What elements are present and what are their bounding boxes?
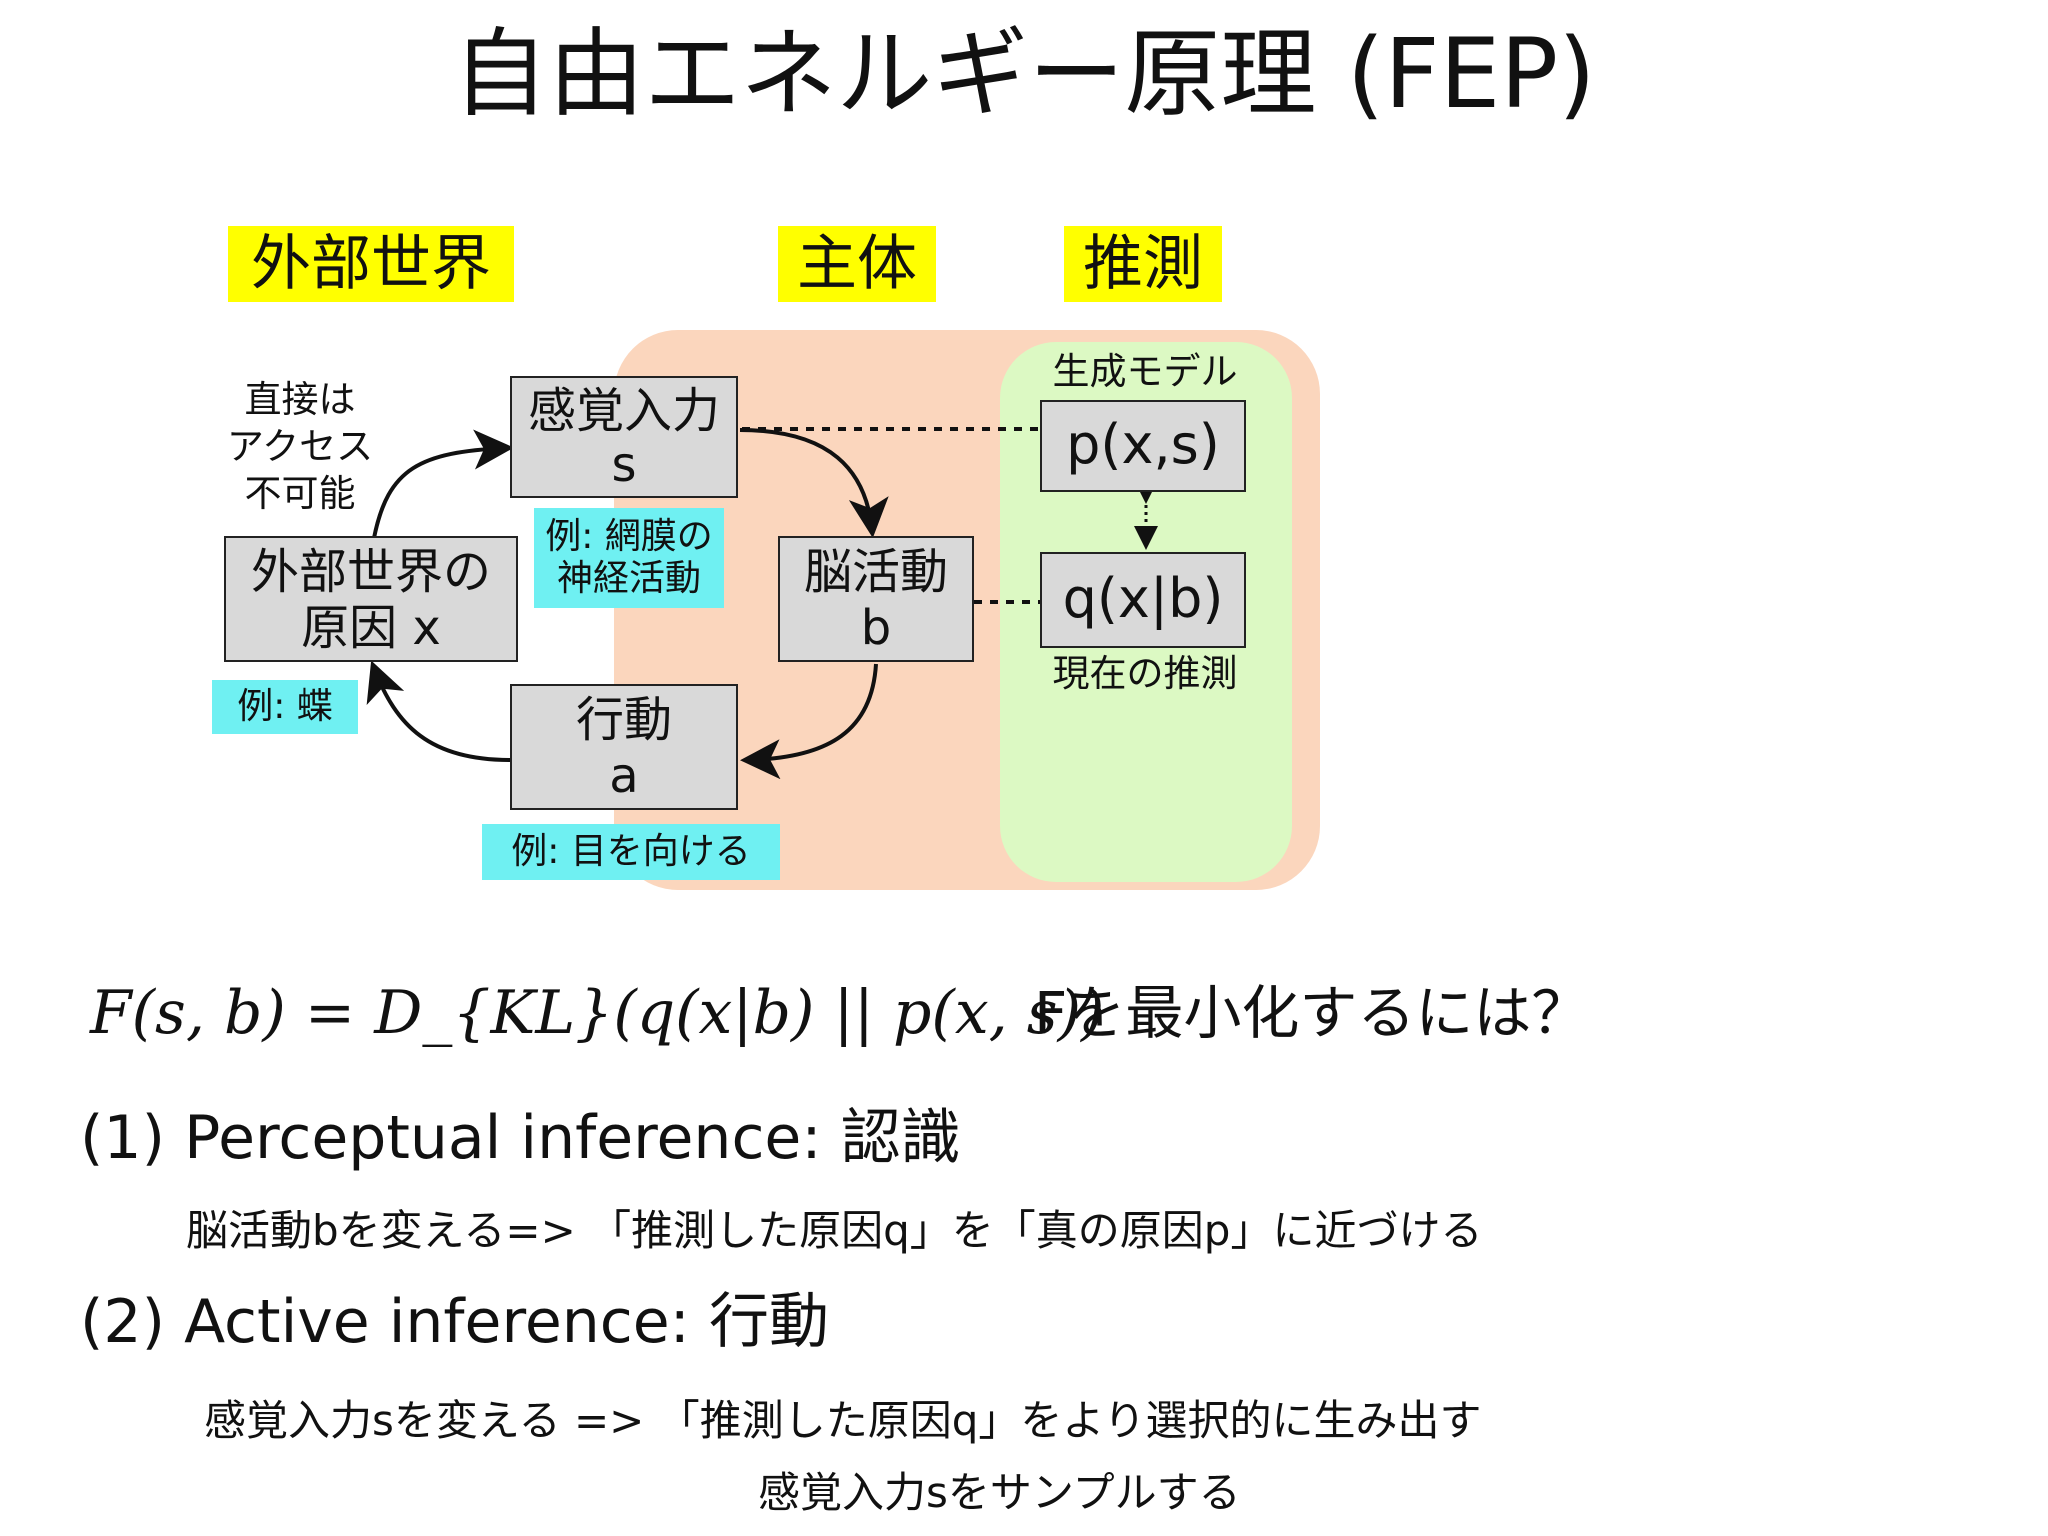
sensory-input-box: 感覚入力 s — [510, 376, 738, 498]
no-direct-access-note: 直接は アクセス 不可能 — [200, 376, 400, 517]
box-line: a — [609, 748, 639, 804]
minimize-question: Fを最小化するには？ — [1034, 979, 1590, 1047]
active-inference-description: 感覚入力sを変える => 「推測した原因q」をより選択的に生み出す — [204, 1396, 1482, 1445]
p-model-box: p(x,s) — [1040, 400, 1246, 492]
active-inference-description-line2: 感覚入力sをサンプルする — [758, 1468, 1241, 1517]
example-butterfly: 例: 蝶 — [212, 680, 358, 734]
box-line: 感覚入力 — [527, 383, 720, 439]
example-line: 例: 網膜の — [545, 516, 713, 557]
note-line: アクセス — [226, 425, 374, 468]
box-line: s — [611, 437, 637, 493]
box-line: 外部世界の — [250, 544, 491, 600]
perceptual-inference-heading: (1) Perceptual inference: 認識 — [80, 1103, 961, 1173]
example-gaze: 例: 目を向ける — [482, 824, 780, 880]
external-cause-box: 外部世界の 原因 x — [224, 536, 518, 662]
arrow-cause-to-sensory — [372, 429, 514, 539]
active-inference-heading: (2) Active inference: 行動 — [80, 1287, 829, 1357]
current-inference-label: 現在の推測 — [1052, 652, 1238, 695]
box-line: 原因 x — [301, 600, 441, 656]
note-line: 不可能 — [244, 472, 356, 515]
brain-activity-box: 脳活動 b — [778, 536, 974, 662]
example-line: 神経活動 — [556, 558, 701, 599]
perceptual-inference-description: 脳活動bを変える=> 「推測した原因q」を「真の原因p」に近づける — [186, 1206, 1483, 1255]
page-title: 自由エネルギー原理 (FEP) — [452, 18, 1596, 130]
example-retina: 例: 網膜の 神経活動 — [534, 508, 724, 608]
generative-model-label: 生成モデル — [1052, 350, 1238, 393]
free-energy-formula: F(s, b) = D_{KL}(q(x|b) || p(x, s)) — [90, 978, 1105, 1048]
q-model-box: q(x|b) — [1040, 552, 1246, 648]
inference-tag: 推測 — [1064, 226, 1222, 302]
subject-tag: 主体 — [778, 226, 936, 302]
external-world-tag: 外部世界 — [228, 226, 514, 302]
box-line: 脳活動 — [803, 544, 948, 600]
arrow-brain-to-action — [740, 663, 878, 780]
box-line: b — [860, 600, 892, 656]
box-line: 行動 — [575, 692, 672, 748]
note-line: 直接は — [244, 378, 356, 421]
action-box: 行動 a — [510, 684, 738, 810]
arrow-sensory-to-brain — [739, 428, 889, 538]
arrow-action-to-cause — [366, 660, 511, 762]
